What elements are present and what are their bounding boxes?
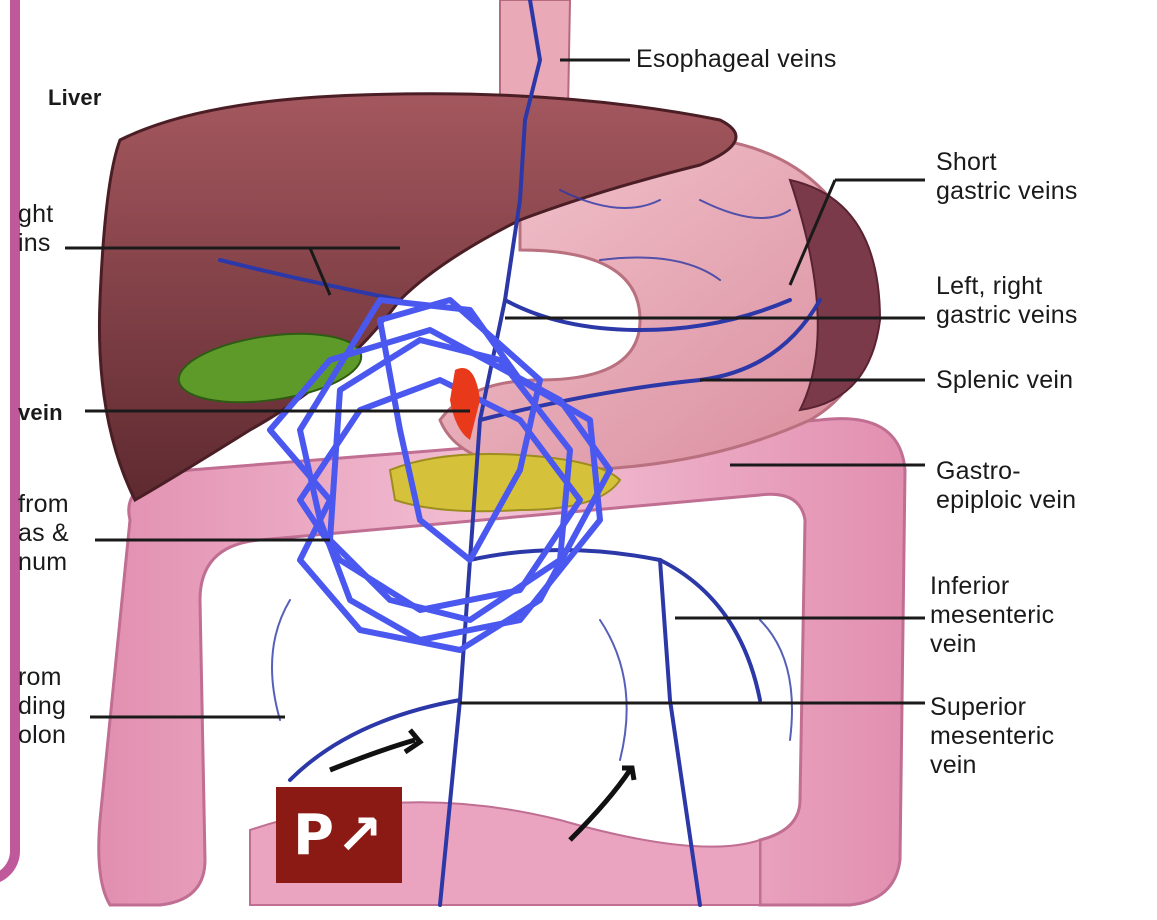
- label-liver: Liver: [48, 83, 102, 112]
- pinterest-badge[interactable]: P↗: [276, 787, 402, 883]
- label-gastroepiploic-vein: Gastro-epiploic vein: [936, 457, 1076, 515]
- esophagus: [500, 0, 570, 110]
- label-esophageal-veins: Esophageal veins: [636, 45, 837, 74]
- label-splenic-vein: Splenic vein: [936, 366, 1073, 395]
- label-cut-portal-vein: vein: [18, 398, 63, 427]
